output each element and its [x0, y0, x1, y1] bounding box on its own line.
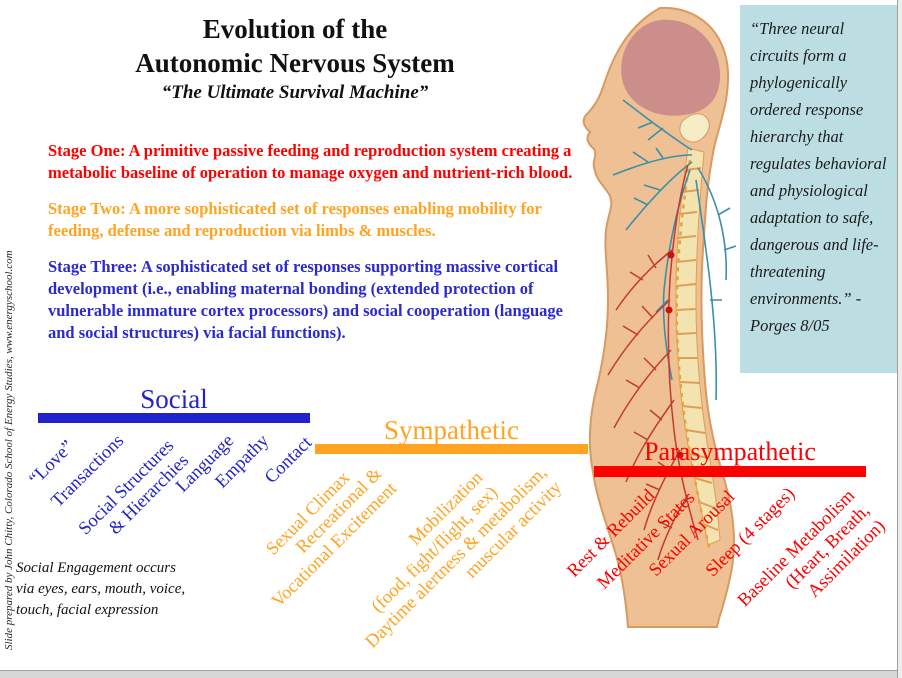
social-engagement-note: Social Engagement occurs via eyes, ears,…	[16, 560, 186, 618]
stage-paragraphs: Stage One: A primitive passive feeding a…	[48, 140, 588, 358]
right-scroll-edge[interactable]	[897, 0, 902, 678]
quote-box: “Three neural circuits form a phylogenic…	[740, 5, 897, 373]
occiput-shape	[679, 113, 710, 143]
stage-two-text: Stage Two: A more sophisticated set of r…	[48, 199, 542, 240]
cranial-nerves-blue	[612, 99, 737, 401]
bottom-scroll-edge	[0, 670, 902, 678]
quote-text: “Three neural circuits form a phylogenic…	[750, 19, 887, 335]
brain-shape	[621, 19, 721, 116]
vertebrae-ticks	[675, 167, 719, 531]
page-title-line2: Autonomic Nervous System	[135, 48, 455, 78]
sympathetic-bar	[315, 444, 588, 454]
page-subtitle: “The Ultimate Survival Machine”	[161, 82, 429, 103]
social-bar	[38, 413, 310, 423]
section-heading-parasympathetic: Parasympathetic	[644, 437, 816, 466]
page-title-line1: Evolution of the	[202, 14, 388, 44]
parasympathetic-bar	[594, 466, 866, 477]
spine-shape	[675, 147, 721, 546]
credit-text: Slide prepared by John Chitty, Colorado …	[3, 250, 15, 650]
visceral-nerves-red	[607, 164, 699, 561]
section-heading-sympathetic: Sympathetic	[384, 415, 519, 445]
stage-three-text: Stage Three: A sophisticated set of resp…	[48, 257, 563, 342]
section-heading-social: Social	[140, 384, 208, 414]
stage-one-text: Stage One: A primitive passive feeding a…	[48, 141, 573, 182]
parasympathetic-item-baseline: Baseline Metabolism (Heart, Breath, Assi…	[734, 486, 890, 611]
sympathetic-chain	[675, 159, 712, 553]
title-block: Evolution of the Autonomic Nervous Syste…	[55, 12, 535, 106]
